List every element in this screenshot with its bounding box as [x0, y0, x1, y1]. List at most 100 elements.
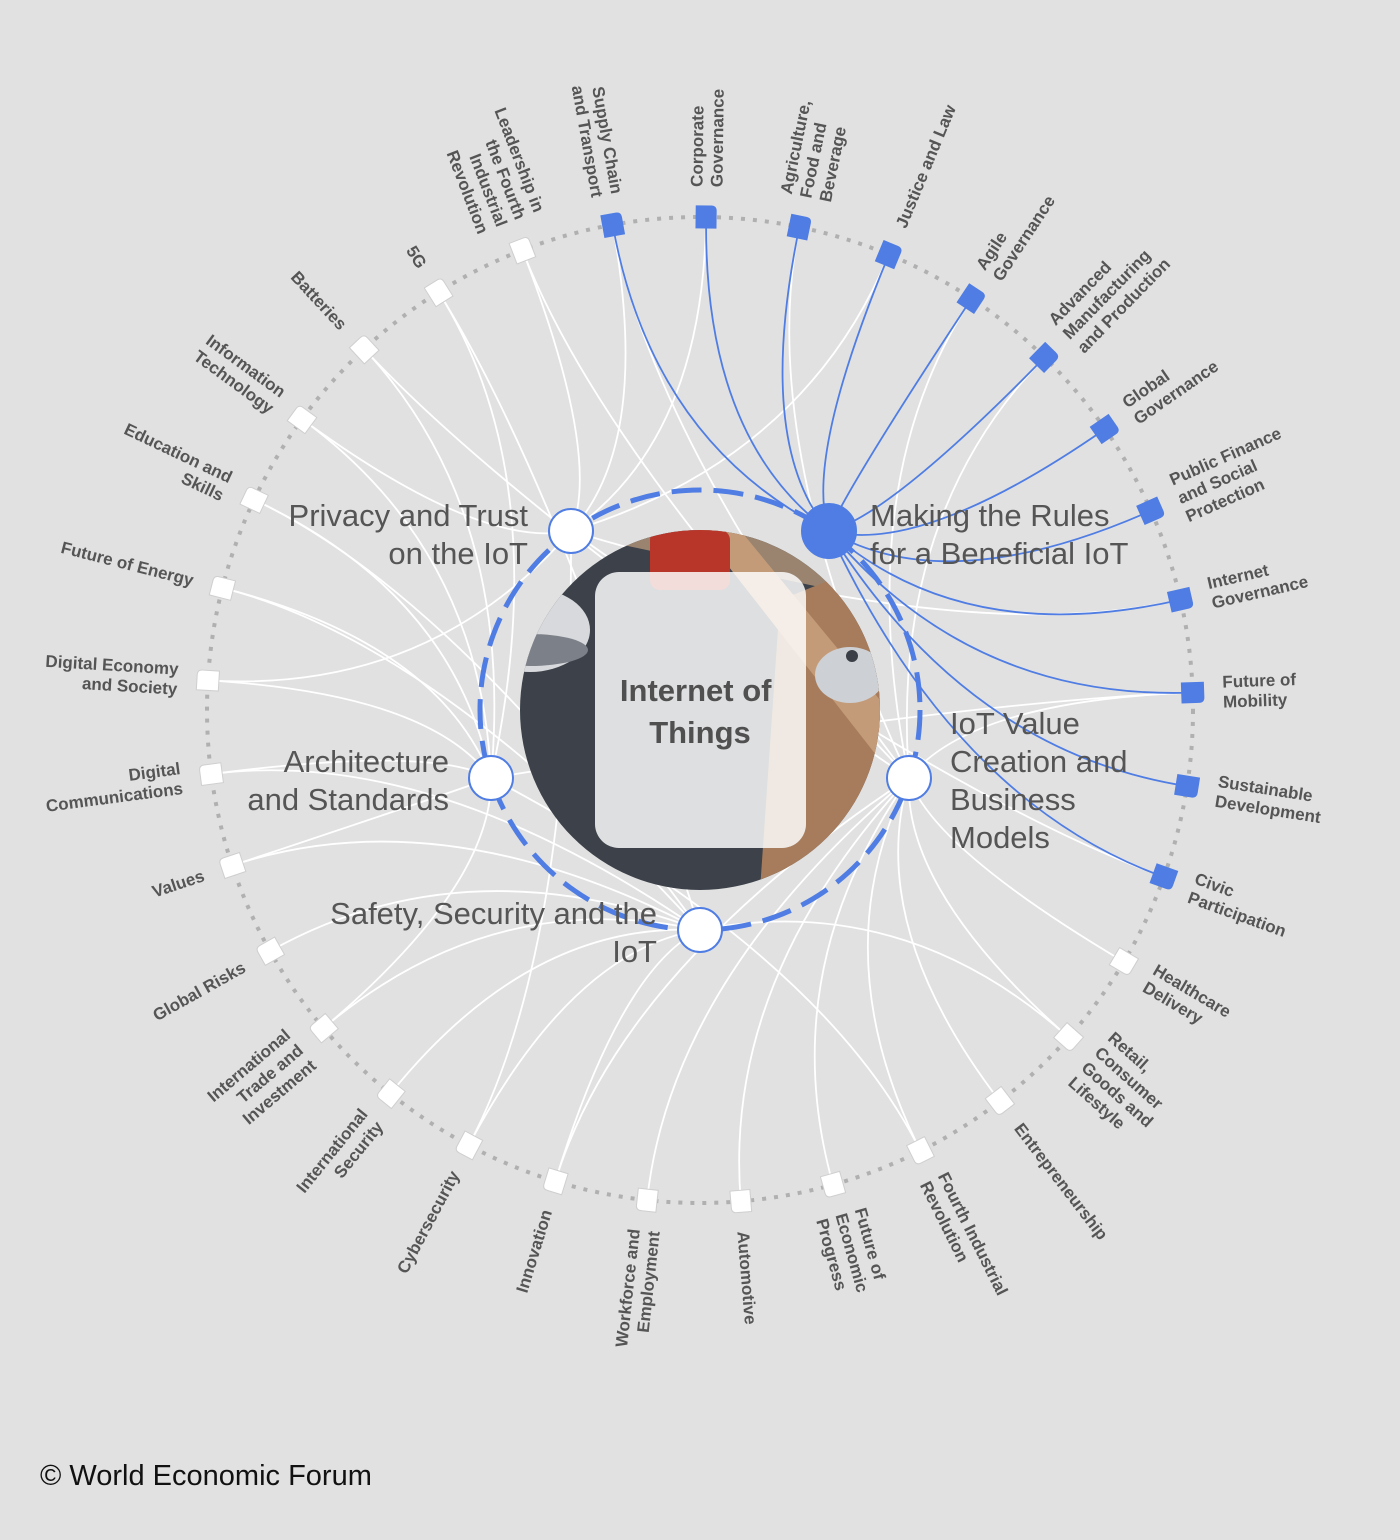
link: [646, 777, 910, 1201]
topic-node[interactable]: [199, 762, 224, 787]
topic-label: Future of Energy: [59, 538, 196, 590]
link: [813, 777, 910, 1185]
topic-agile-governance[interactable]: AgileGovernance: [956, 181, 1059, 314]
topic-node[interactable]: [508, 236, 537, 265]
topic-node[interactable]: [1053, 1021, 1085, 1053]
topic-node[interactable]: [956, 283, 986, 314]
topic-future-of-economic-progress[interactable]: Future ofEconomicProgress: [812, 1170, 891, 1300]
topic-leadership-in-the-fourth-industrial-revolution[interactable]: Leadership inthe FourthIndustrialRevolut…: [434, 105, 548, 265]
topic-node[interactable]: [348, 334, 380, 365]
topic-node[interactable]: [256, 936, 286, 966]
topic-innovation[interactable]: Innovation: [513, 1167, 569, 1295]
topic-advanced-manufacturing-and-production[interactable]: AdvancedManufacturingand Production: [1029, 227, 1174, 373]
link: [907, 777, 1070, 1039]
topic-digital-communications[interactable]: DigitalCommunications: [42, 759, 224, 816]
topic-node[interactable]: [635, 1187, 659, 1213]
topic-node[interactable]: [695, 205, 717, 229]
topic-global-risks[interactable]: Global Risks: [150, 936, 286, 1025]
topic-node[interactable]: [208, 575, 237, 601]
topic-5g[interactable]: 5G: [402, 243, 454, 308]
topic-label: Fourth IndustrialRevolution: [916, 1169, 1011, 1307]
topic-values[interactable]: Values: [150, 851, 247, 902]
topic-supply-chain-and-transport[interactable]: Supply Chainand Transport: [568, 80, 627, 238]
topic-information-technology[interactable]: InformationTechnology: [190, 330, 318, 435]
topic-healthcare-delivery[interactable]: HealthcareDelivery: [1108, 946, 1234, 1039]
link: [222, 587, 492, 779]
topic-agriculture-food-and-beverage[interactable]: Agriculture,Food andBeverage: [777, 98, 854, 241]
key-issue-node[interactable]: [548, 508, 594, 554]
topic-education-and-skills[interactable]: Education andSkills: [113, 420, 269, 515]
outer-ring: [205, 215, 1195, 1205]
key-issue-node[interactable]: [677, 907, 723, 953]
topic-node[interactable]: [543, 1167, 569, 1196]
highlighted-link: [611, 224, 830, 532]
topic-cybersecurity[interactable]: Cybersecurity: [393, 1130, 484, 1277]
topic-node[interactable]: [600, 212, 626, 238]
topic-public-finance-and-social-protection[interactable]: Public Financeand SocialProtection: [1136, 424, 1301, 526]
topic-retail-consumer-goods-and-lifestyle[interactable]: Retail,ConsumerGoods andLifestyle: [1053, 1021, 1184, 1147]
link: [211, 769, 701, 931]
topic-node[interactable]: [1149, 863, 1179, 890]
topic-node[interactable]: [786, 213, 811, 241]
topic-node[interactable]: [1136, 496, 1165, 526]
link: [888, 298, 973, 779]
topic-international-security[interactable]: InternationalSecurity: [293, 1078, 406, 1209]
topic-workforce-and-employment[interactable]: Workforce andEmployment: [612, 1187, 664, 1350]
topic-node[interactable]: [219, 851, 247, 880]
link: [866, 777, 922, 1152]
topic-justice-and-law[interactable]: Justice and Law: [874, 101, 960, 270]
topic-automotive[interactable]: Automotive: [729, 1188, 760, 1326]
topic-node[interactable]: [729, 1188, 753, 1214]
topic-sustainable-development[interactable]: SustainableDevelopment: [1174, 772, 1326, 827]
topic-node[interactable]: [309, 1012, 339, 1044]
link: [231, 840, 701, 931]
key-issue-node[interactable]: [801, 503, 857, 559]
link: [570, 224, 627, 532]
topic-label: Supply Chainand Transport: [568, 80, 627, 199]
topic-node[interactable]: [1174, 774, 1201, 798]
highlighted-link: [828, 530, 1181, 616]
topic-global-governance[interactable]: GlobalGovernance: [1089, 340, 1222, 445]
topic-node[interactable]: [423, 277, 454, 308]
topic-node[interactable]: [195, 669, 221, 692]
topic-node[interactable]: [1108, 946, 1140, 976]
topic-civic-participation[interactable]: CivicParticipation: [1149, 863, 1295, 941]
topic-label: Values: [150, 866, 207, 901]
link: [554, 929, 701, 1182]
topic-node[interactable]: [286, 405, 318, 435]
topic-node[interactable]: [455, 1130, 484, 1161]
link: [301, 418, 572, 535]
topic-node[interactable]: [1089, 413, 1119, 445]
link: [699, 920, 1070, 1039]
highlighted-link: [781, 226, 830, 532]
topic-fourth-industrial-revolution[interactable]: Fourth IndustrialRevolution: [905, 1136, 1012, 1308]
topic-node[interactable]: [1180, 681, 1205, 704]
topic-node[interactable]: [376, 1078, 406, 1110]
topic-node[interactable]: [1029, 341, 1060, 373]
key-issue-node[interactable]: [886, 755, 932, 801]
topic-label: Cybersecurity: [393, 1167, 463, 1277]
topic-internet-governance[interactable]: InternetGovernance: [1166, 553, 1310, 613]
topic-node[interactable]: [984, 1085, 1016, 1116]
topic-label: Public Financeand SocialProtection: [1167, 424, 1301, 526]
topic-node[interactable]: [239, 486, 269, 515]
key-issue-node[interactable]: [468, 755, 514, 801]
topic-batteries[interactable]: Batteries: [287, 268, 380, 365]
topic-future-of-mobility[interactable]: Future ofMobility: [1180, 670, 1297, 712]
topic-international-trade-and-investment[interactable]: InternationalTrade andInvestment: [204, 1012, 339, 1136]
topic-digital-economy-and-society[interactable]: Digital Economyand Society: [44, 652, 221, 699]
topic-future-of-energy[interactable]: Future of Energy: [59, 538, 237, 601]
topic-label: CorporateGovernance: [688, 89, 728, 188]
topic-label: SustainableDevelopment: [1214, 772, 1326, 827]
topic-node[interactable]: [874, 239, 902, 270]
topic-corporate-governance[interactable]: CorporateGovernance: [688, 89, 728, 229]
topic-node[interactable]: [819, 1170, 847, 1198]
topic-node[interactable]: [1166, 586, 1194, 613]
topic-node[interactable]: [905, 1136, 936, 1166]
